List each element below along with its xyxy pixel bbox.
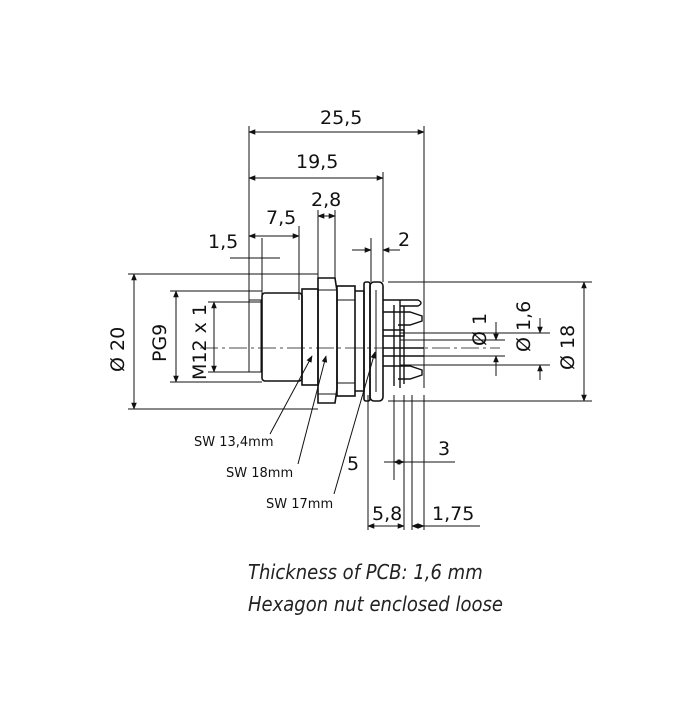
dim-2-8: 2,8 bbox=[311, 189, 341, 211]
connector-body bbox=[248, 277, 384, 404]
dim-1-5: 1,5 bbox=[208, 231, 238, 253]
dim-19-5: 19,5 bbox=[296, 151, 338, 173]
dim-d1: Ø 1 bbox=[469, 313, 491, 346]
dim-d20: Ø 20 bbox=[107, 327, 129, 372]
dim-5: 5 bbox=[347, 453, 359, 475]
dimension-lines bbox=[131, 129, 587, 529]
contact-pins bbox=[383, 299, 424, 388]
dim-m12: M12 x 1 bbox=[189, 304, 211, 380]
label-sw18: SW 18mm bbox=[226, 466, 293, 481]
dim-3: 3 bbox=[438, 438, 450, 460]
label-sw13: SW 13,4mm bbox=[194, 435, 274, 450]
dim-1-75: 1,75 bbox=[432, 503, 474, 525]
dim-2: 2 bbox=[398, 229, 410, 251]
leader-lines bbox=[269, 351, 376, 495]
dim-d18: Ø 18 bbox=[557, 325, 579, 370]
label-sw17: SW 17mm bbox=[266, 497, 333, 512]
note-pcb-thickness: Thickness of PCB: 1,6 mm bbox=[248, 560, 483, 584]
dim-d1-6: Ø 1,6 bbox=[513, 301, 535, 352]
leader-sw17 bbox=[333, 351, 376, 495]
note-hexagon-nut: Hexagon nut enclosed loose bbox=[248, 592, 503, 616]
leader-sw13 bbox=[269, 355, 313, 435]
dim-25-5: 25,5 bbox=[320, 107, 362, 129]
dim-7-5: 7,5 bbox=[266, 207, 296, 229]
dim-5-8: 5,8 bbox=[372, 503, 402, 525]
leader-sw18 bbox=[297, 355, 328, 465]
dim-pg9: PG9 bbox=[149, 324, 171, 362]
